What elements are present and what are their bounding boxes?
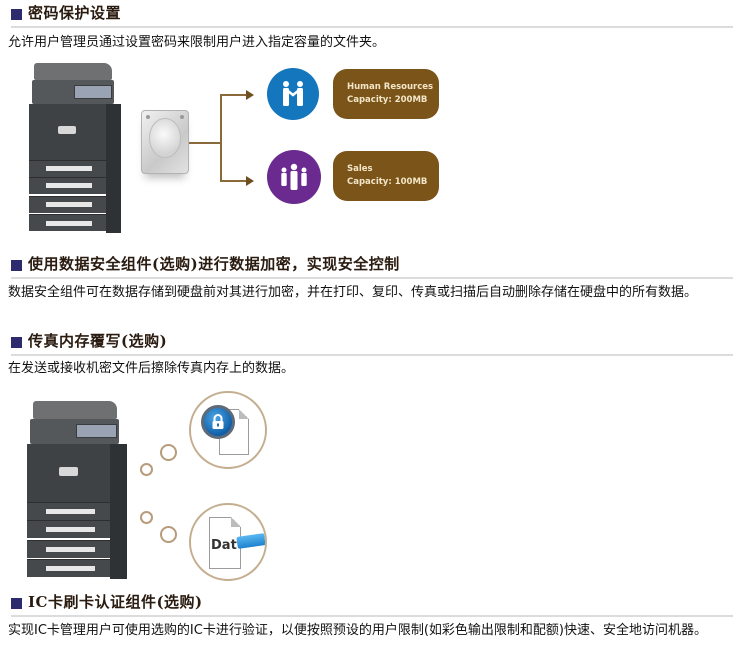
folder-name: Sales bbox=[347, 164, 373, 174]
fax-overwrite-figure: Dat bbox=[0, 383, 300, 593]
data-document-icon: Dat bbox=[189, 503, 267, 581]
section-title: 密码保护设置 bbox=[28, 4, 122, 22]
connector-line bbox=[189, 142, 221, 144]
bubble-dot bbox=[140, 511, 153, 524]
section-title: IC卡刷卡认证组件(选购) bbox=[28, 593, 203, 611]
connector-line bbox=[220, 94, 246, 96]
password-protection-figure: Human Resources Capacity: 200MB Sales Ca… bbox=[0, 55, 460, 235]
bubble-dot bbox=[160, 526, 177, 543]
heading-square-icon bbox=[11, 9, 22, 20]
section-heading-fax-overwrite: 传真内存覆写(选购) bbox=[11, 330, 733, 356]
connector-line bbox=[220, 94, 222, 182]
section-heading-password: 密码保护设置 bbox=[11, 2, 733, 28]
section-title: 传真内存覆写(选购) bbox=[28, 332, 168, 350]
section-body: 在发送或接收机密文件后擦除传真内存上的数据。 bbox=[8, 361, 295, 376]
eraser-tag-icon bbox=[236, 533, 265, 549]
folder-sales-label: Sales Capacity: 100MB bbox=[333, 151, 439, 201]
section-heading-data-security: 使用数据安全组件(选购)进行数据加密，实现安全控制 bbox=[11, 253, 733, 279]
arrow-right-icon bbox=[246, 90, 254, 100]
heading-square-icon bbox=[11, 598, 22, 609]
folder-name: Human Resources bbox=[347, 82, 434, 92]
heading-square-icon bbox=[11, 337, 22, 348]
lock-icon bbox=[201, 405, 235, 439]
folder-capacity: Capacity: 100MB bbox=[347, 177, 428, 187]
folder-capacity: Capacity: 200MB bbox=[347, 95, 428, 105]
bubble-dot bbox=[140, 463, 153, 476]
printer-icon bbox=[26, 63, 126, 233]
hard-drive-icon bbox=[141, 110, 189, 174]
section-heading-ic-card: IC卡刷卡认证组件(选购) bbox=[11, 591, 733, 617]
heading-square-icon bbox=[11, 260, 22, 271]
section-title: 使用数据安全组件(选购)进行数据加密，实现安全控制 bbox=[28, 255, 400, 273]
section-body: 数据安全组件可在数据存储到硬盘前对其进行加密，并在打印、复印、传真或扫描后自动删… bbox=[8, 285, 698, 300]
lock-document-icon bbox=[189, 391, 267, 469]
arrow-right-icon bbox=[246, 176, 254, 186]
bubble-dot bbox=[160, 444, 177, 461]
section-body: 实现IC卡管理用户可使用选购的IC卡进行验证，以便按照预设的用户限制(如彩色输出… bbox=[8, 623, 707, 638]
group-icon bbox=[267, 150, 321, 204]
handshake-icon bbox=[267, 68, 319, 120]
section-body: 允许用户管理员通过设置密码来限制用户进入指定容量的文件夹。 bbox=[8, 35, 386, 50]
printer-icon bbox=[24, 401, 132, 579]
doc-label: Dat bbox=[211, 538, 237, 553]
folder-hr-label: Human Resources Capacity: 200MB bbox=[333, 69, 439, 119]
connector-line bbox=[220, 180, 246, 182]
